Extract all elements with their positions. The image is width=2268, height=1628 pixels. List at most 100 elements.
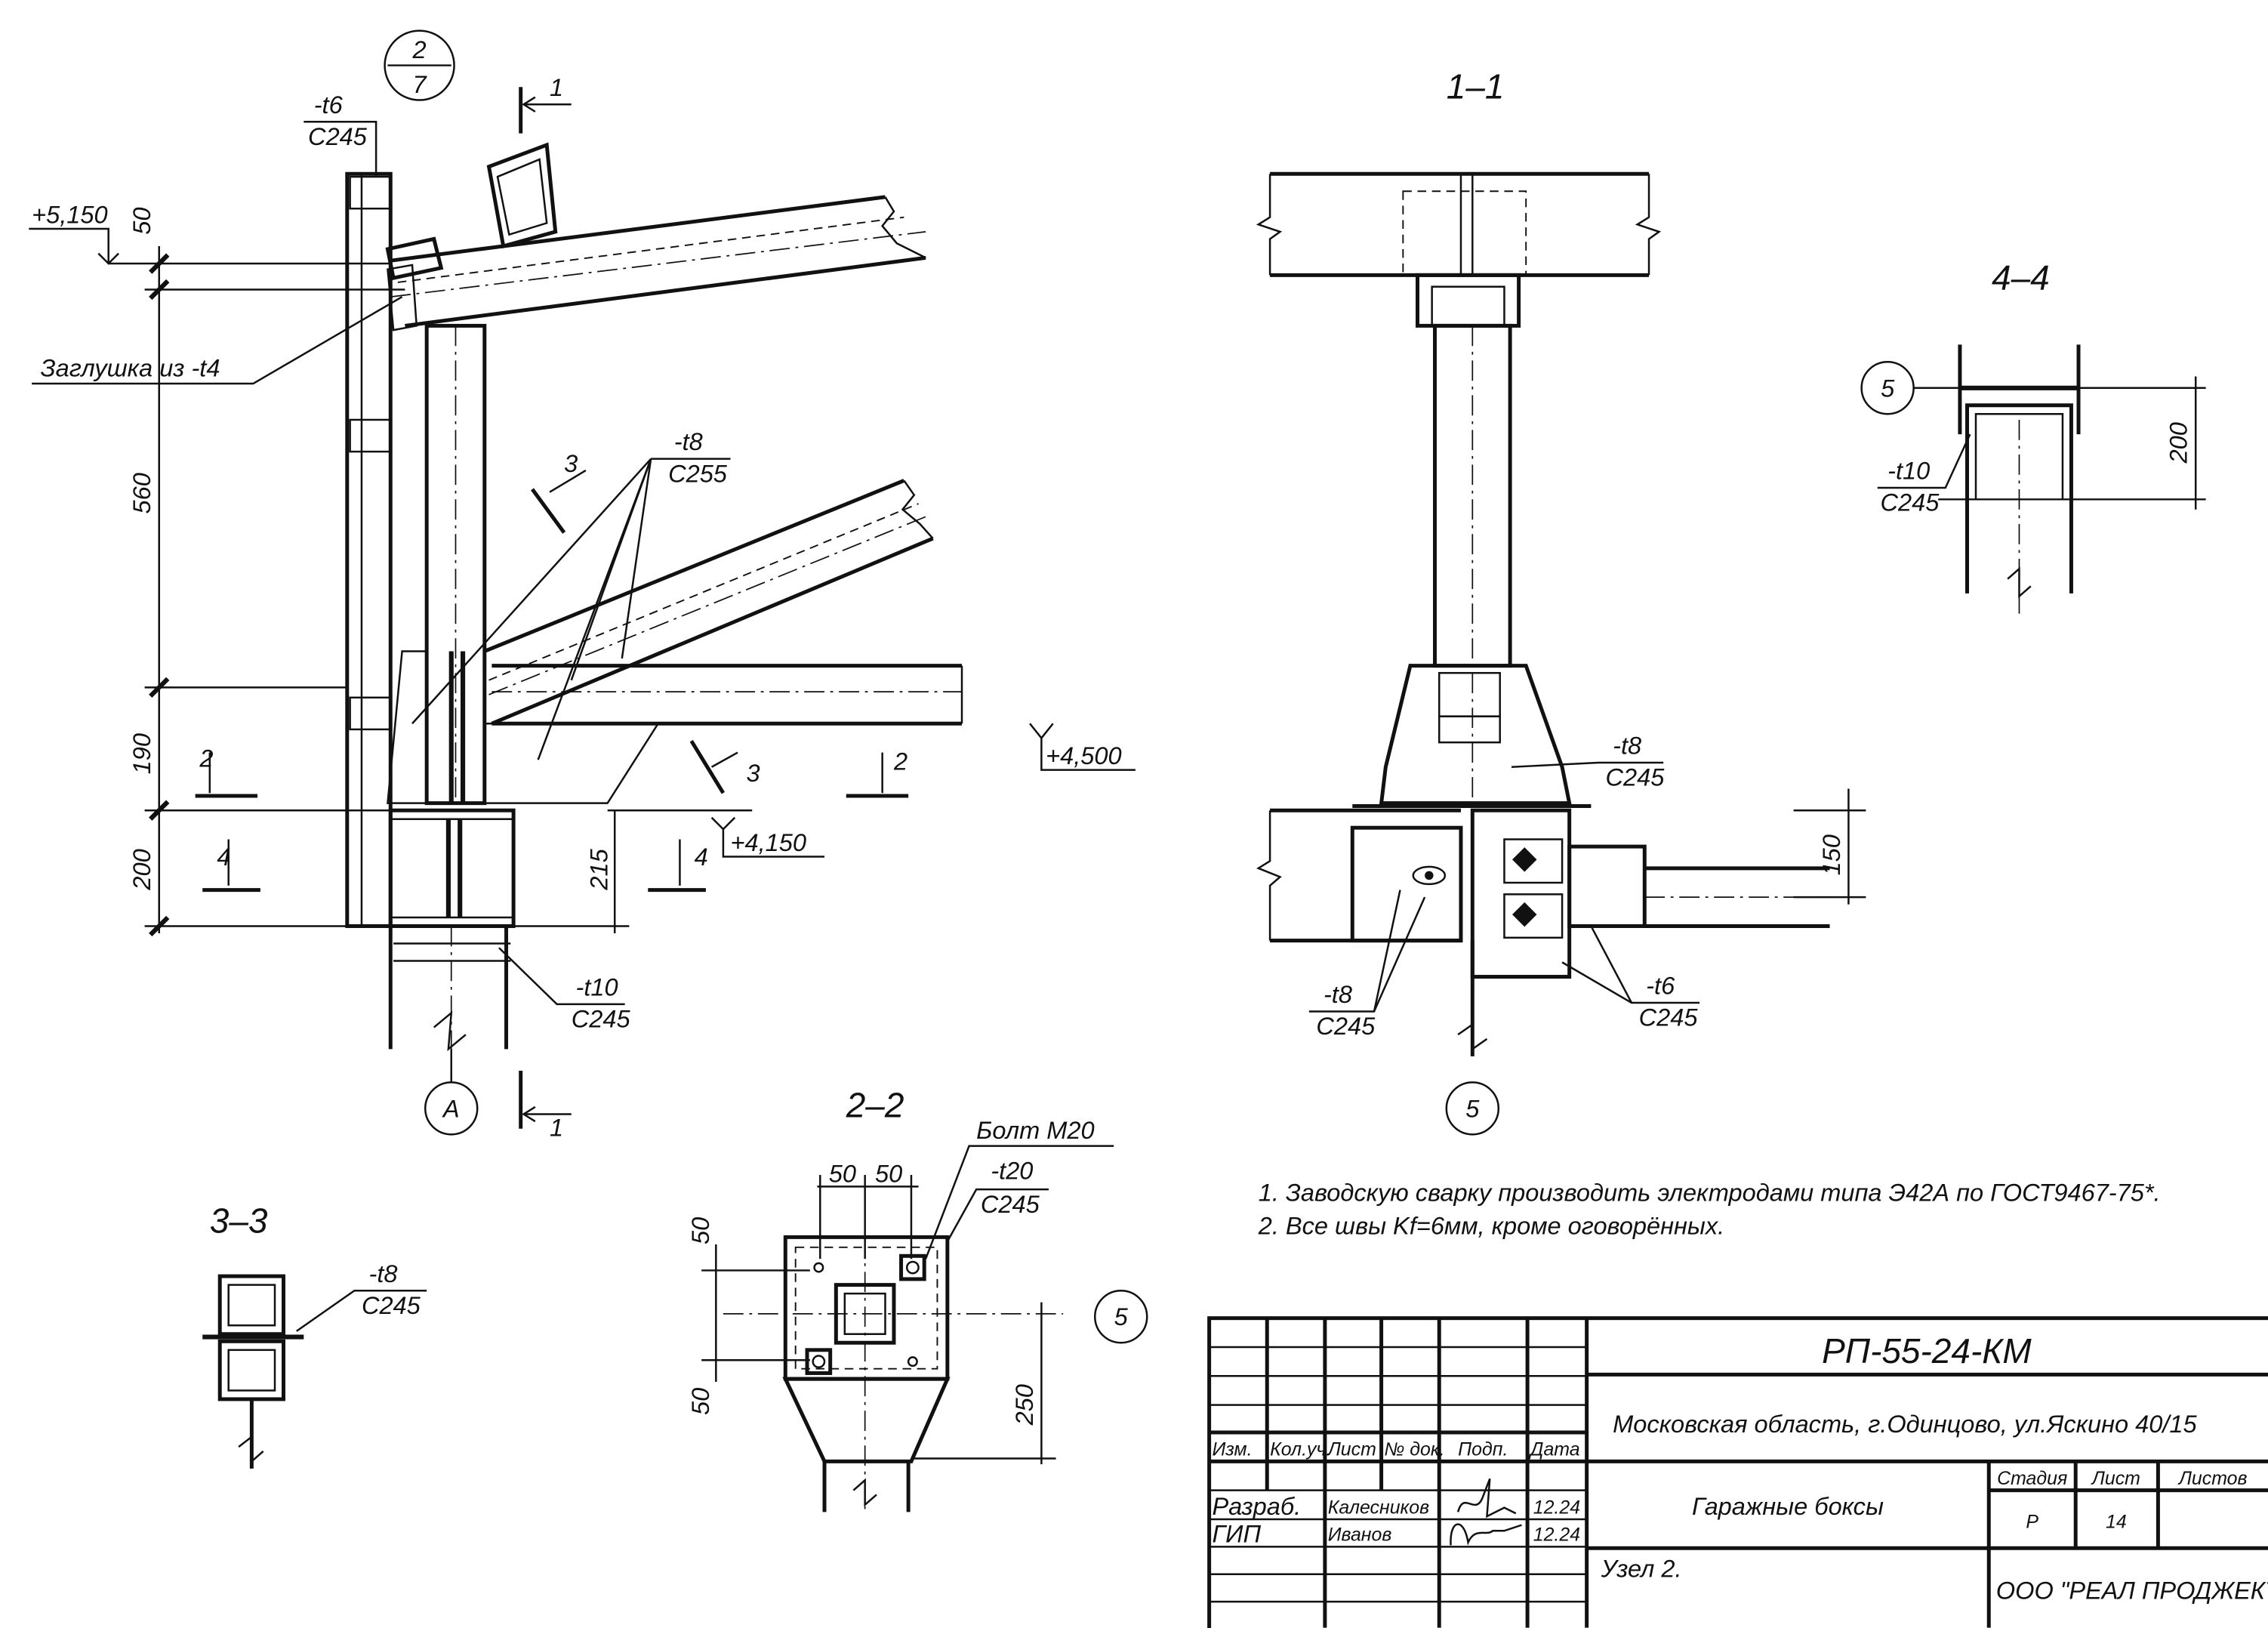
name-chief-engineer: Иванов (1328, 1525, 1392, 1546)
section-2-2-title: 2–2 (846, 1085, 904, 1124)
signature-developer (1456, 1478, 1517, 1519)
svg-text:50: 50 (687, 1217, 714, 1244)
svg-text:-t8: -t8 (674, 428, 703, 455)
svg-text:Заглушка из -t4: Заглушка из -t4 (41, 354, 220, 381)
title-block: Изм. Кол.уч. Лист № док. Подп. Дата Разр… (1207, 1316, 2268, 1628)
svg-text:-t8: -t8 (1324, 981, 1352, 1008)
label-plate-b: -t8 С245 (1308, 890, 1426, 1040)
column-base (388, 808, 516, 1071)
dim-50: 50 (128, 208, 156, 235)
role-developer: Разраб. (1212, 1493, 1301, 1520)
section-mark-2-right: 2 (846, 748, 909, 798)
svg-text:С255: С255 (668, 460, 728, 487)
svg-text:5: 5 (1114, 1303, 1129, 1330)
label-plate-2-2: -t20 С245 (946, 1158, 1049, 1242)
girder-1-1 (1256, 808, 1830, 1056)
header-list: Лист (1327, 1439, 1376, 1460)
svg-text:А: А (442, 1095, 460, 1122)
label-plate-3-3: -t8 С245 (296, 1260, 427, 1332)
sheet-title: Узел 2. (1601, 1556, 1682, 1583)
dimension-chain-left: 50 560 190 200 215 (108, 208, 753, 937)
purlin-section (486, 142, 558, 249)
wall-column (345, 171, 393, 928)
svg-text:-t10: -t10 (575, 973, 618, 1001)
object-name: Гаражные боксы (1692, 1493, 1884, 1520)
left-dims-2-2: 50 50 (687, 1217, 810, 1415)
top-dims-2-2: 50 50 (817, 1161, 919, 1260)
right-dim-2-2: 250 (911, 1302, 1056, 1465)
header-sign: Подп. (1458, 1439, 1508, 1460)
axis-marker-a: А (424, 1049, 479, 1136)
header-izm: Изм. (1212, 1439, 1252, 1460)
section-3-3-title: 3–3 (210, 1201, 268, 1241)
svg-text:С245: С245 (1606, 764, 1666, 791)
svg-text:С245: С245 (572, 1006, 631, 1033)
header-kol-uch: Кол.уч. (1270, 1439, 1331, 1460)
header-stage: Стадия (1997, 1468, 2067, 1489)
svg-text:С245: С245 (1316, 1013, 1376, 1040)
svg-text:4: 4 (217, 843, 230, 871)
top-beam (1256, 171, 1662, 277)
section-mark-4-right: 4 (648, 839, 708, 893)
svg-text:С245: С245 (362, 1292, 421, 1319)
date-developer: 12.24 (1533, 1497, 1580, 1518)
dim-560: 560 (128, 473, 156, 513)
axis-marker-5-1-1: 5 (1445, 1081, 1500, 1136)
svg-text:+4,500: +4,500 (1046, 742, 1121, 769)
svg-text:1: 1 (550, 1114, 563, 1141)
label-plate-c: -t6 С245 (1561, 925, 1700, 1031)
company-name: ООО "РЕАЛ ПРОДЖЕКТ" (1996, 1577, 2268, 1604)
axis-marker-5-2-2: 5 (1094, 1290, 1148, 1344)
header-sheets: Листов (2177, 1468, 2248, 1489)
elevation-mid: +4,500 (1029, 723, 1136, 771)
header-sheet: Лист (2091, 1468, 2140, 1489)
elevation-top: +5,150 (29, 201, 119, 265)
dim-190: 190 (128, 733, 156, 774)
upper-rafter (385, 142, 926, 331)
svg-text:С245: С245 (1881, 489, 1940, 516)
post-base-1-1 (1352, 664, 1592, 808)
svg-text:50: 50 (829, 1161, 856, 1188)
name-developer: Калесников (1328, 1497, 1429, 1518)
svg-text:-t8: -t8 (1613, 732, 1641, 759)
svg-text:4: 4 (695, 843, 708, 871)
svg-text:-t6: -t6 (1646, 973, 1675, 1000)
role-chief-engineer: ГИП (1212, 1521, 1261, 1548)
section-mark-1-top: 1 (519, 74, 572, 134)
header-date: Дата (1528, 1439, 1580, 1460)
section-1-1: 1–1 (1256, 67, 1866, 1136)
svg-text:250: 250 (1011, 1384, 1038, 1426)
label-gusset-t8: -t8 С255 (411, 428, 731, 760)
svg-text:1: 1 (550, 74, 563, 101)
svg-text:-t10: -t10 (1887, 457, 1930, 484)
label-base-plate-t10: -t10 С245 (498, 947, 631, 1033)
dim-200-4-4: 200 (2165, 422, 2193, 464)
svg-text:С245: С245 (1639, 1004, 1699, 1031)
header-doc-no: № док. (1384, 1439, 1444, 1460)
node-ref-bottom: 7 (413, 71, 428, 98)
label-end-plug: Заглушка из -t4 (32, 296, 403, 385)
section-mark-4-left: 4 (202, 839, 260, 893)
gusset-plate (483, 723, 660, 804)
node-reference-circle: 2 7 (384, 29, 455, 101)
svg-text:5: 5 (1881, 375, 1895, 402)
svg-text:2: 2 (199, 745, 213, 772)
signature-chief-engineer (1450, 1523, 1522, 1546)
svg-text:-t8: -t8 (369, 1260, 398, 1287)
horizontal-beam (387, 650, 963, 804)
document-code: РП-55-24-КМ (1822, 1331, 2032, 1371)
section-3-3: 3–3 -t8 С245 (202, 1201, 427, 1469)
svg-text:50: 50 (875, 1161, 902, 1188)
svg-text:150: 150 (1818, 834, 1845, 875)
section-2-2: 2–2 Болт М20 50 50 -t20 С245 (687, 1085, 1148, 1512)
svg-text:-t20: -t20 (991, 1158, 1033, 1185)
main-node-detail: 2 7 (29, 29, 1136, 1141)
bolt-label: Болт М20 (976, 1117, 1094, 1144)
note-2: 2. Все швы Kf=6мм, кроме оговорённых. (1258, 1213, 1724, 1240)
svg-text:+4,150: +4,150 (730, 829, 806, 856)
note-1: 1. Заводскую сварку производить электрод… (1259, 1179, 2161, 1206)
elevation-low: +4,150 (710, 816, 825, 858)
section-1-1-title: 1–1 (1447, 67, 1505, 106)
section-mark-3-top: 3 (531, 450, 587, 534)
